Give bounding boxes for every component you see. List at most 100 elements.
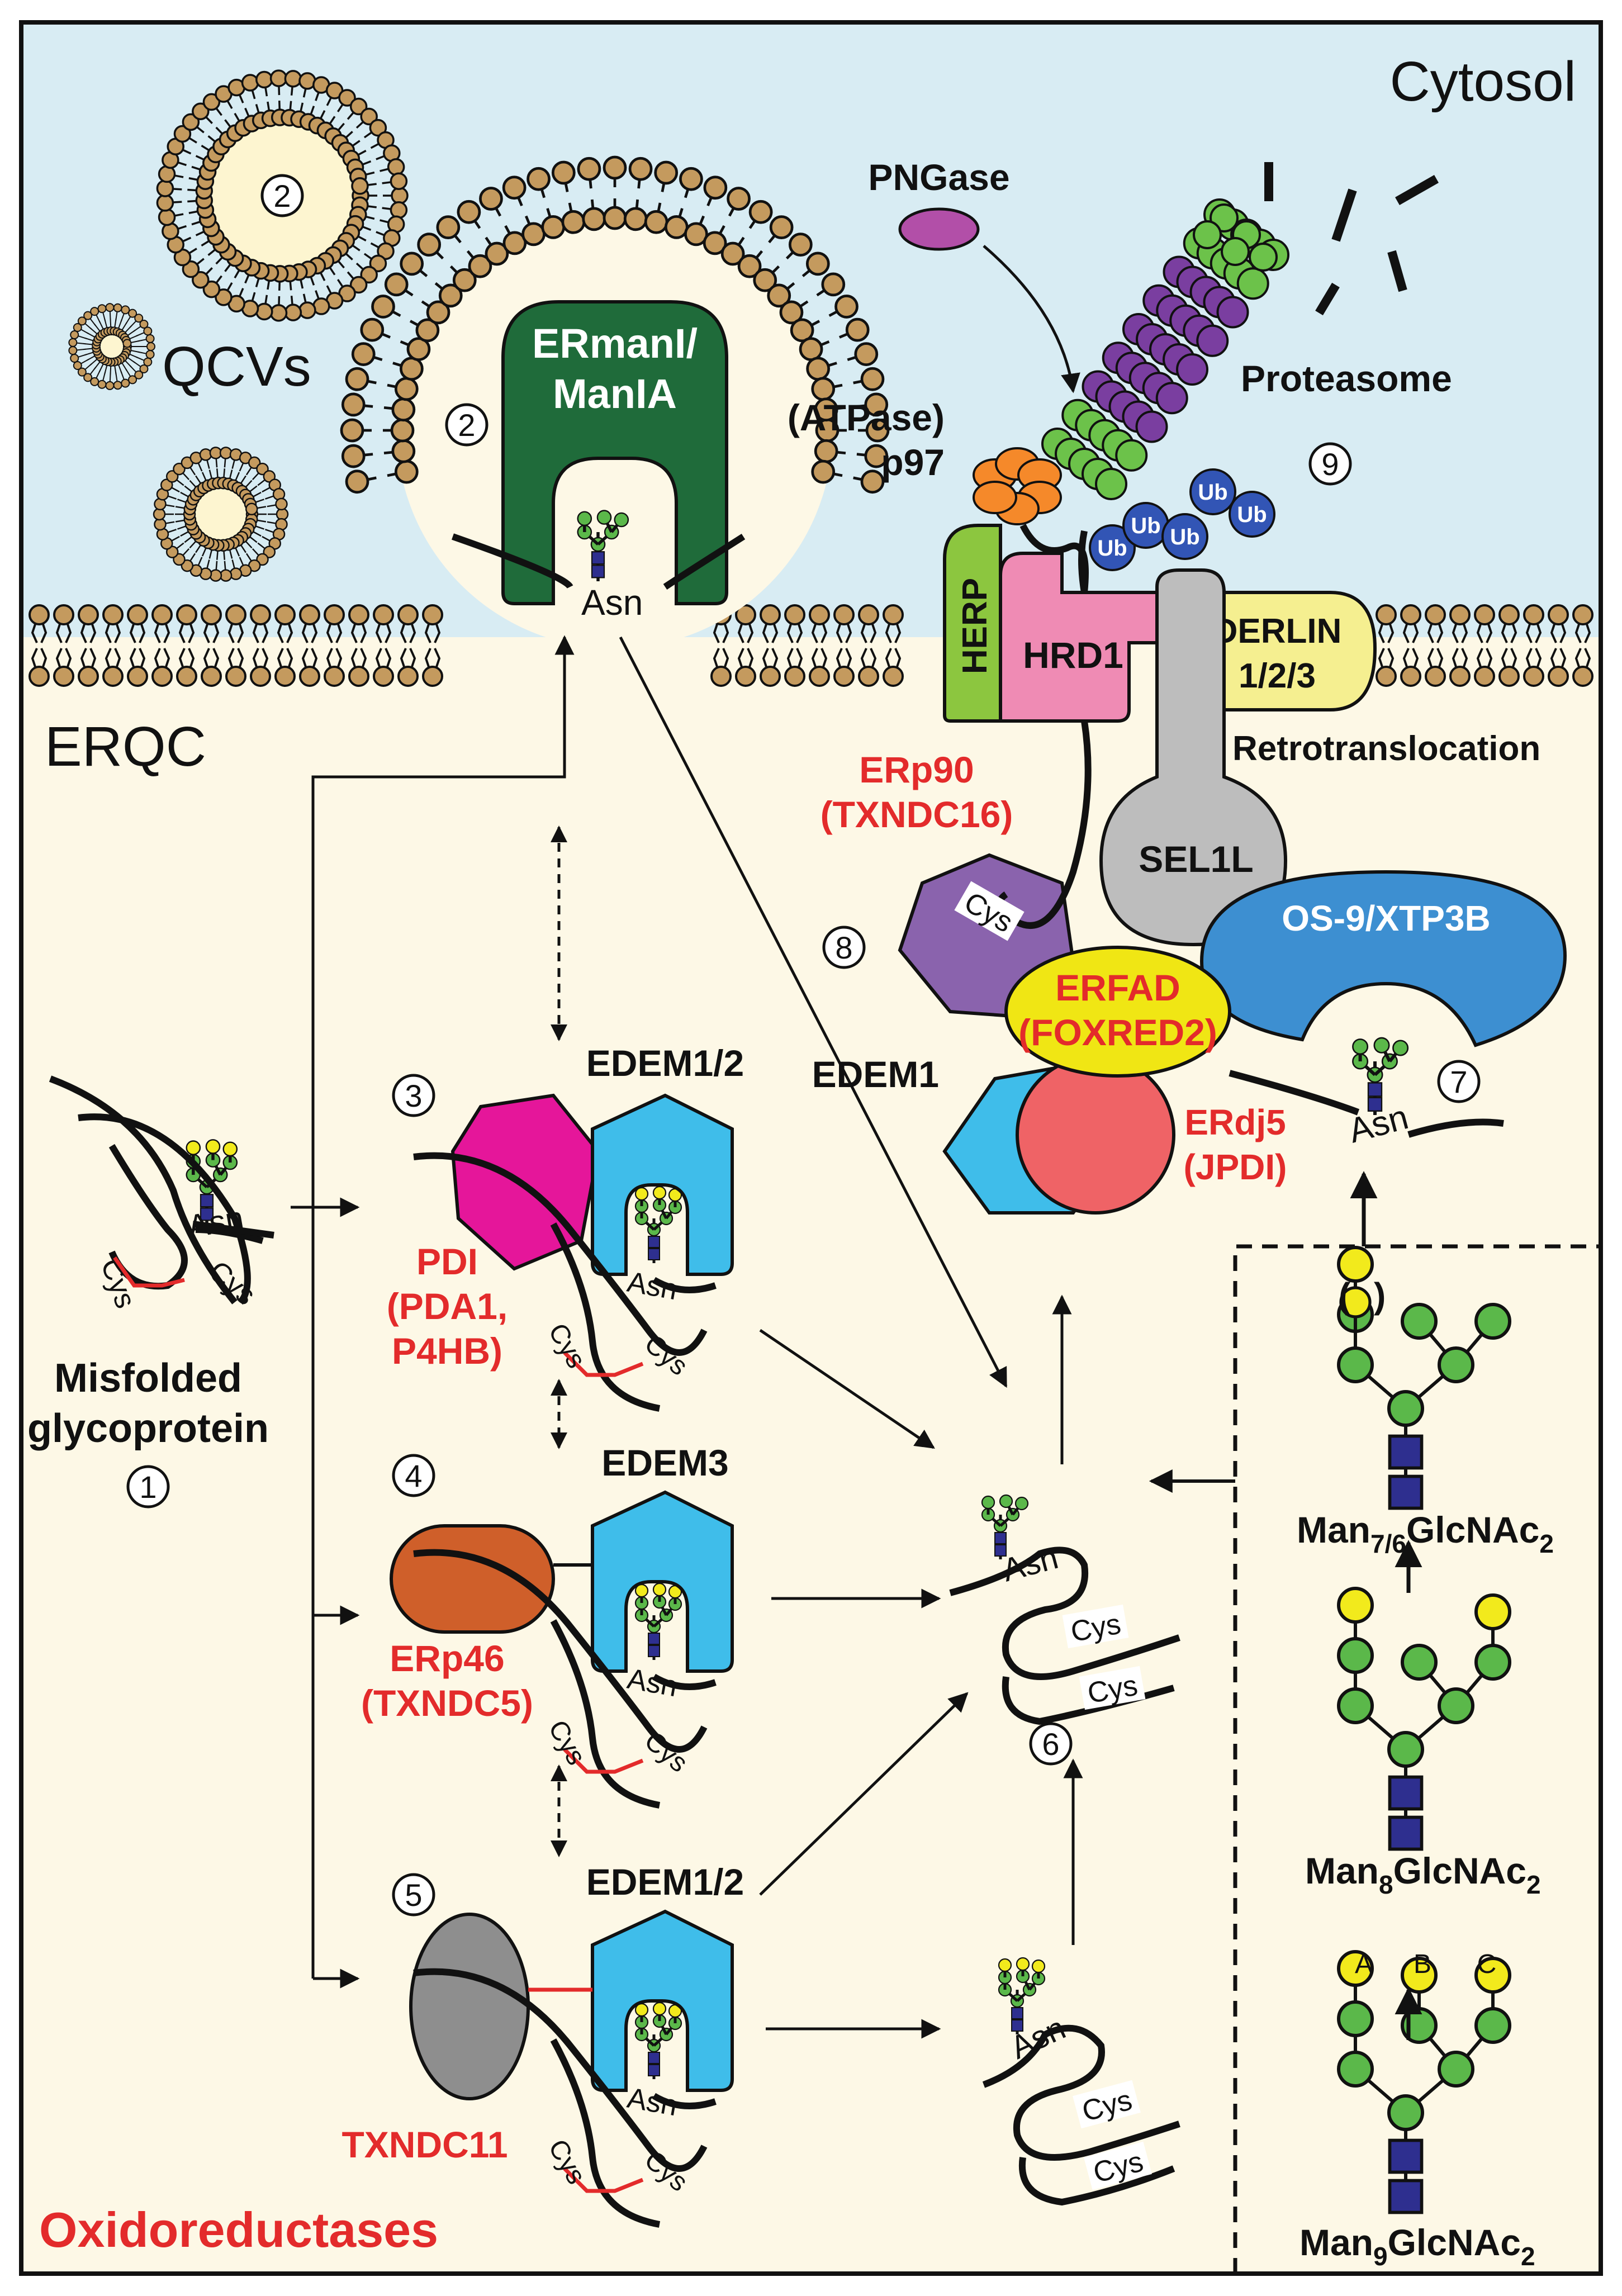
svg-text:Ub: Ub <box>1097 536 1127 561</box>
txndc11-label: TXNDC11 <box>342 2124 508 2165</box>
erfad-shape <box>1004 946 1231 1078</box>
pathway-arrows <box>291 635 1422 2040</box>
proteasome <box>1041 198 1289 500</box>
qcvs-label: QCVs <box>162 335 311 398</box>
edem12-label-a: EDEM1/2 <box>586 1042 744 1084</box>
svg-text:9: 9 <box>1321 447 1339 482</box>
cys-label-bg-step6-1 <box>1062 1604 1129 1649</box>
os9-xtp3b <box>1199 870 1567 1047</box>
svg-text:5: 5 <box>405 1877 422 1913</box>
erfad-label-line2: (FOXRED2) <box>1018 1012 1217 1053</box>
pngase-label: PNGase <box>868 156 1009 198</box>
derlin-label-line2: 1/2/3 <box>1239 657 1316 695</box>
oxidoreductases-label: Oxidoreductases <box>39 2202 438 2257</box>
p97-label-line2: p97 <box>881 442 945 483</box>
step-s8: 8 <box>822 926 866 969</box>
man9-label: Man9GlcNAc2 <box>1300 2222 1535 2271</box>
erdj5-shape <box>1016 1055 1175 1215</box>
retrotranslocation-label: Retrotranslocation <box>1232 729 1540 768</box>
erp46-label-line1: ERp46 <box>390 1638 504 1679</box>
svg-text:Ub: Ub <box>1170 525 1199 549</box>
erdj5-label-line1: ERdj5 <box>1184 1102 1286 1142</box>
p97-atpase <box>973 447 1089 593</box>
pngase-shape <box>898 207 980 251</box>
step-s3: 3 <box>392 1074 435 1117</box>
hrd1-label: HRD1 <box>1023 634 1123 676</box>
herp <box>943 524 1002 723</box>
erfad-label-line1: ERFAD <box>1055 967 1180 1008</box>
svg-text:2: 2 <box>458 407 475 443</box>
glycan-paren-close: ) <box>1374 1275 1386 1316</box>
svg-text:8: 8 <box>835 930 852 965</box>
edem3-label: EDEM3 <box>601 1442 728 1483</box>
svg-text:6: 6 <box>1042 1726 1059 1762</box>
svg-text:Ub: Ub <box>1237 502 1267 527</box>
edem3-shape <box>591 1490 734 1673</box>
step-s7: 7 <box>1437 1060 1481 1103</box>
os9-label: OS-9/XTP3B <box>1282 898 1490 938</box>
misfolded-label-line1: Misfolded <box>54 1356 242 1401</box>
glycan-paren-open: ( <box>1339 1275 1351 1316</box>
step-s2a: 2 <box>260 174 304 217</box>
step-s6: 6 <box>1029 1722 1073 1766</box>
glycan-panel-border <box>1233 1244 1601 2274</box>
pdi-label-line2: (PDA1, <box>387 1285 508 1327</box>
derlin-label-line1: DERLIN <box>1213 612 1342 651</box>
cys-label-bg-step6b-1 <box>1073 2080 1141 2129</box>
step-s2b: 2 <box>445 403 489 447</box>
erp90-label-line1: ERp90 <box>859 749 974 790</box>
ermani-substrate-chain <box>452 533 746 590</box>
pdi-label-line1: PDI <box>416 1241 478 1282</box>
txndc11-shape <box>409 1913 530 2100</box>
man76-label: Man7/6GlcNAc2 <box>1297 1509 1554 1558</box>
cys-label-bg-erp90 <box>954 881 1025 941</box>
step-s4: 4 <box>392 1454 435 1497</box>
step-s5: 5 <box>392 1873 435 1917</box>
erdj5-label-line2: (JPDI) <box>1184 1147 1287 1187</box>
asn-label-vesicle: Asn <box>581 582 643 623</box>
svg-text:Ub: Ub <box>1198 480 1227 505</box>
cys-label-bg-step6-2 <box>1079 1666 1146 1710</box>
pngase-arrow <box>983 245 1080 393</box>
step-circles: 1 2 2 3 4 5 6 7 8 9 <box>126 174 1481 1917</box>
ermani-label-line1: ERmanI/ <box>532 320 698 367</box>
glycan-structures <box>186 510 1511 2214</box>
herp-label: HERP <box>956 578 994 674</box>
disulfide-misfolded <box>113 1256 185 1288</box>
proteasome-fragment-lines <box>1264 162 1439 316</box>
er-membrane <box>29 604 1593 687</box>
frame-border <box>19 20 1603 2276</box>
ermani-label-line2: ManIA <box>553 371 677 417</box>
p97-label-line1: (ATPase) <box>788 397 945 438</box>
edem1-label: EDEM1 <box>812 1054 939 1095</box>
svg-text:4: 4 <box>405 1458 422 1493</box>
step-s1: 1 <box>126 1465 170 1508</box>
demannosylated-substrate-lower <box>982 2024 1180 2206</box>
cys-label-bg-step6b-2 <box>1084 2141 1152 2190</box>
svg-text:2: 2 <box>273 178 291 214</box>
edem12-label-b: EDEM1/2 <box>586 1861 744 1903</box>
erp46-shape <box>390 1524 555 1634</box>
svg-text:7: 7 <box>1450 1064 1467 1099</box>
misfolded-glycoprotein <box>49 1075 274 1305</box>
step-s9: 9 <box>1308 442 1352 486</box>
os9-substrate-chain <box>1229 1070 1504 1138</box>
pdi-label-line3: P4HB) <box>392 1330 502 1372</box>
erp46-label-line2: (TXNDC5) <box>361 1682 533 1724</box>
glycan-arm-a: A <box>1355 1949 1373 1979</box>
proteasome-label: Proteasome <box>1241 358 1452 399</box>
edem12-shape-a <box>591 1093 734 1276</box>
edem12-shape-b <box>591 1909 734 2092</box>
glycan-arm-c: C <box>1477 1949 1497 1979</box>
cytosol-label: Cytosol <box>1390 50 1576 113</box>
sel1l-label: SEL1L <box>1139 838 1253 880</box>
derlin <box>1194 591 1377 711</box>
qcv-vesicles <box>68 69 409 582</box>
svg-text:1: 1 <box>139 1469 156 1505</box>
erp90-label-line2: (TXNDC16) <box>821 794 1013 835</box>
man8-label: Man8GlcNAc2 <box>1305 1850 1541 1899</box>
svg-text:Ub: Ub <box>1131 514 1160 538</box>
glycan-arm-b: B <box>1414 1949 1431 1979</box>
